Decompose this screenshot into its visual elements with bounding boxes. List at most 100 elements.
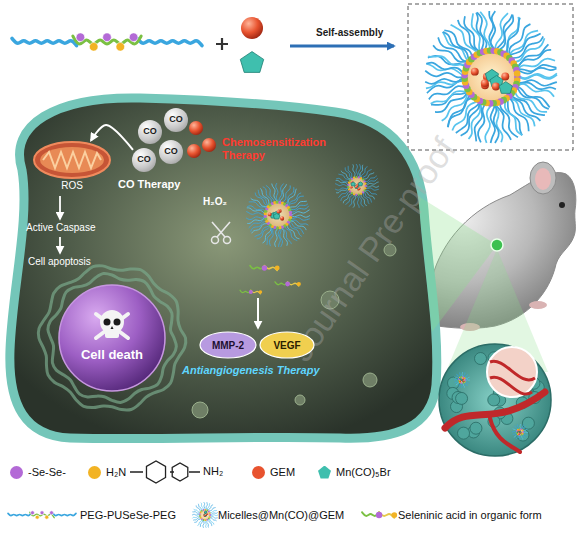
bead: [199, 513, 201, 515]
gem-drug: [481, 79, 489, 87]
bead: [201, 518, 203, 520]
peg-arm: [459, 383, 461, 387]
peg-arm: [251, 198, 268, 206]
bead: [129, 33, 138, 42]
peg-arm: [289, 193, 302, 207]
peg-arm: [197, 519, 201, 525]
gem-drug: [350, 186, 353, 189]
bead: [89, 42, 98, 51]
micelle: [192, 502, 218, 528]
vegf-oval: VEGF: [259, 331, 315, 359]
legend-entry: GEM: [252, 464, 295, 480]
peg-arm: [516, 435, 519, 439]
micelle: [425, 11, 557, 143]
peg-arm: [208, 519, 211, 526]
peg-arm: [523, 426, 526, 430]
bead: [203, 519, 205, 521]
peg-arm: [348, 166, 352, 178]
co-molecule: CO: [132, 148, 156, 172]
mouse-ear: [530, 162, 556, 194]
bead: [520, 428, 522, 430]
legend-swatch: [318, 466, 331, 479]
peg-arm: [518, 59, 555, 69]
bead: [459, 377, 461, 379]
bead: [355, 194, 357, 196]
bead: [206, 519, 208, 521]
bead: [40, 511, 44, 515]
seleninic-acid: [362, 512, 397, 518]
peg-arm: [444, 30, 472, 56]
mn-carbonyl: [358, 182, 362, 186]
micelle: [512, 424, 528, 440]
peg-arm: [204, 502, 205, 509]
peg-arm: [455, 377, 459, 379]
peg-arm: [361, 194, 367, 205]
peg-arm: [210, 512, 217, 514]
legend-label: Micelles@Mn(CO)@GEM: [218, 509, 344, 521]
node-label: Cell death: [58, 348, 166, 362]
micelle-core: [200, 510, 210, 520]
bead: [514, 70, 521, 77]
bead: [364, 187, 366, 189]
scissors: [212, 222, 231, 244]
peg-arm: [353, 164, 355, 177]
vesicle: [295, 395, 305, 405]
gem-drug: [202, 138, 216, 152]
gem-drug: [205, 514, 207, 516]
peg-arm: [252, 224, 268, 234]
bead: [285, 282, 290, 287]
chemical-group: NH₂: [203, 465, 223, 478]
peg-arm: [494, 104, 499, 142]
peg-arm: [463, 383, 464, 387]
vessel-wall: [490, 361, 535, 394]
gem-drug: [268, 212, 272, 216]
bead: [297, 282, 301, 286]
peg-arm: [366, 188, 379, 190]
vessel-zoom: [487, 347, 537, 397]
bead: [351, 178, 353, 180]
tumor-tissue: [439, 344, 551, 456]
mn-carbonyl: [204, 511, 207, 513]
peg-arm: [193, 518, 200, 520]
bead: [358, 176, 360, 178]
legend-label: H₂N: [106, 466, 126, 478]
bead: [262, 265, 267, 270]
peg-arm: [505, 101, 522, 135]
pathway-label: Cell apoptosis: [28, 256, 91, 268]
peg-arm: [426, 78, 463, 89]
peg-arm: [192, 516, 199, 518]
peg-arm: [291, 215, 310, 217]
mn-carbonyl: [273, 213, 279, 219]
vesicle: [363, 373, 377, 387]
endoplasmic-reticulum: [48, 273, 176, 402]
polymer-chain: [8, 511, 76, 519]
co-molecule: CO: [159, 140, 183, 164]
peg-arm: [517, 44, 548, 67]
bead: [103, 33, 112, 42]
legend-swatch: [252, 466, 265, 479]
mn-carbonyl: [463, 380, 465, 381]
bead: [364, 183, 366, 185]
bead: [31, 511, 35, 515]
peg-arm: [425, 78, 463, 84]
legend-label: Mn(CO)₅Br: [336, 466, 391, 478]
peg-arm: [465, 377, 469, 379]
peg-arm: [513, 429, 517, 431]
tumor-cell: [475, 353, 487, 365]
micelle-core: [459, 377, 465, 383]
bead: [522, 431, 524, 433]
bead: [522, 433, 524, 435]
legend-swatch: [10, 466, 23, 479]
tumor-cell: [470, 422, 482, 434]
node-label: VEGF: [273, 340, 300, 351]
peg-arm: [465, 374, 468, 378]
bead: [76, 33, 85, 42]
bead: [351, 192, 353, 194]
gem-drug: [459, 380, 461, 382]
peg-arm: [291, 206, 309, 212]
node-label: CO: [164, 147, 178, 157]
bead: [208, 518, 210, 520]
bead: [208, 511, 210, 513]
bead: [461, 382, 463, 384]
